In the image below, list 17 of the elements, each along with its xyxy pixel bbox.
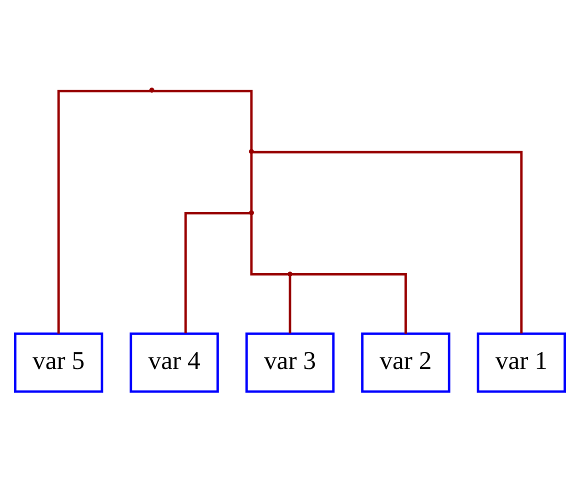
node-box: var 1: [476, 332, 566, 393]
node-point: [287, 272, 293, 277]
connector: [288, 276, 292, 334]
node-point: [248, 210, 254, 216]
connector: [253, 150, 523, 334]
connector: [184, 212, 250, 334]
node-box: var 2: [361, 332, 450, 393]
connector: [250, 214, 288, 276]
connector: [154, 90, 253, 150]
node-point: [149, 88, 154, 93]
node-box: var 4: [130, 332, 219, 393]
connector: [250, 154, 253, 211]
connector: [292, 273, 407, 334]
connector: [57, 90, 150, 334]
node-box: var 3: [245, 332, 335, 393]
node-point: [248, 148, 254, 154]
node-box: var 5: [14, 332, 104, 393]
